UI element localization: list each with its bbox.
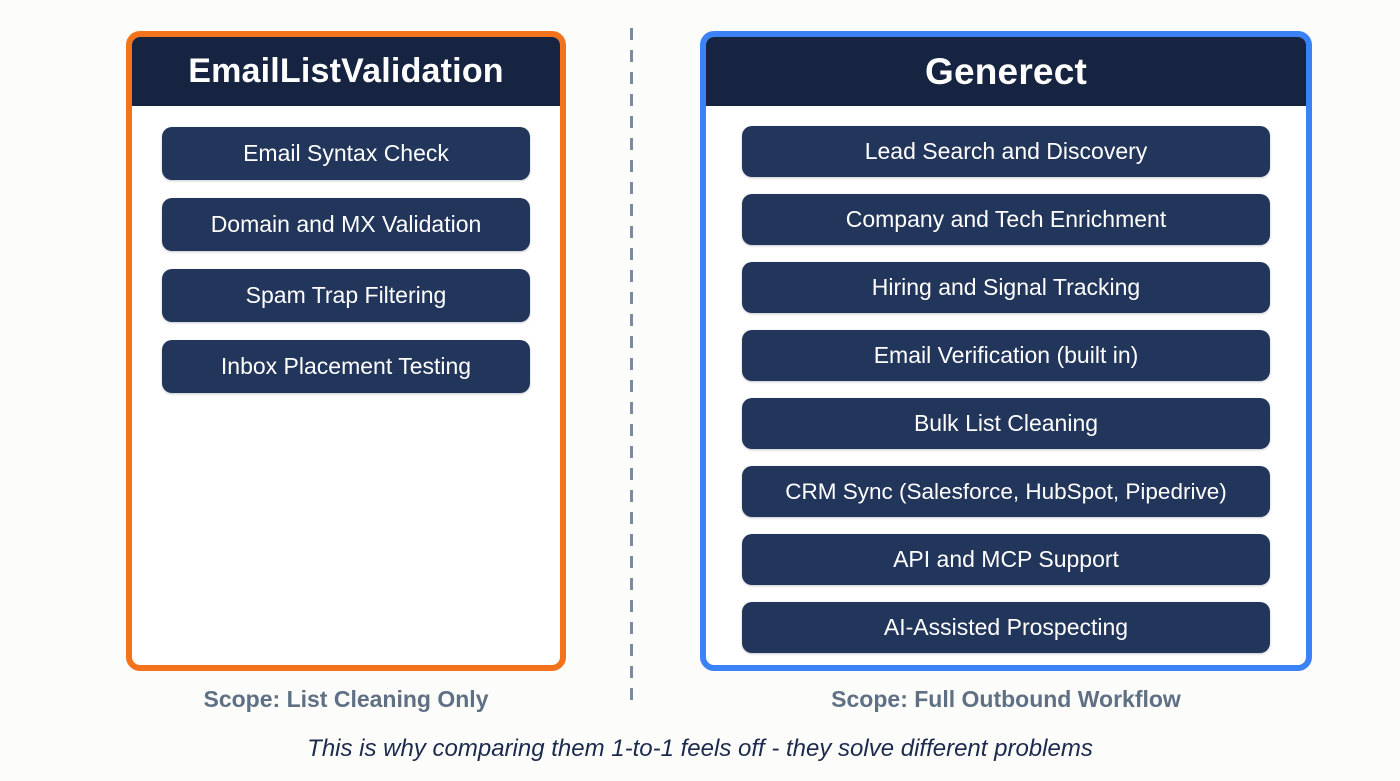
feature-chip: CRM Sync (Salesforce, HubSpot, Pipedrive…: [742, 466, 1270, 517]
card-title-left: EmailListValidation: [132, 37, 560, 106]
feature-chip: Hiring and Signal Tracking: [742, 262, 1270, 313]
feature-chip: Bulk List Cleaning: [742, 398, 1270, 449]
vertical-dashed-divider: [630, 28, 633, 700]
feature-chip: Company and Tech Enrichment: [742, 194, 1270, 245]
feature-chip: Email Syntax Check: [162, 127, 530, 180]
feature-chip: Spam Trap Filtering: [162, 269, 530, 322]
feature-chip: Email Verification (built in): [742, 330, 1270, 381]
feature-chip: Inbox Placement Testing: [162, 340, 530, 393]
bottom-note: This is why comparing them 1-to-1 feels …: [307, 735, 1093, 762]
feature-chip: API and MCP Support: [742, 534, 1270, 585]
card-body-right: Lead Search and Discovery Company and Te…: [706, 106, 1306, 665]
card-body-left: Email Syntax Check Domain and MX Validat…: [132, 106, 560, 665]
card-generect: Generect Lead Search and Discovery Compa…: [700, 31, 1312, 671]
card-emaillistvalidation: EmailListValidation Email Syntax Check D…: [126, 31, 566, 671]
feature-chip: Domain and MX Validation: [162, 198, 530, 251]
card-title-right: Generect: [706, 37, 1306, 106]
scope-caption-right: Scope: Full Outbound Workflow: [831, 686, 1181, 712]
feature-chip: AI-Assisted Prospecting: [742, 602, 1270, 653]
feature-chip: Lead Search and Discovery: [742, 126, 1270, 177]
scope-caption-left: Scope: List Cleaning Only: [203, 686, 489, 712]
